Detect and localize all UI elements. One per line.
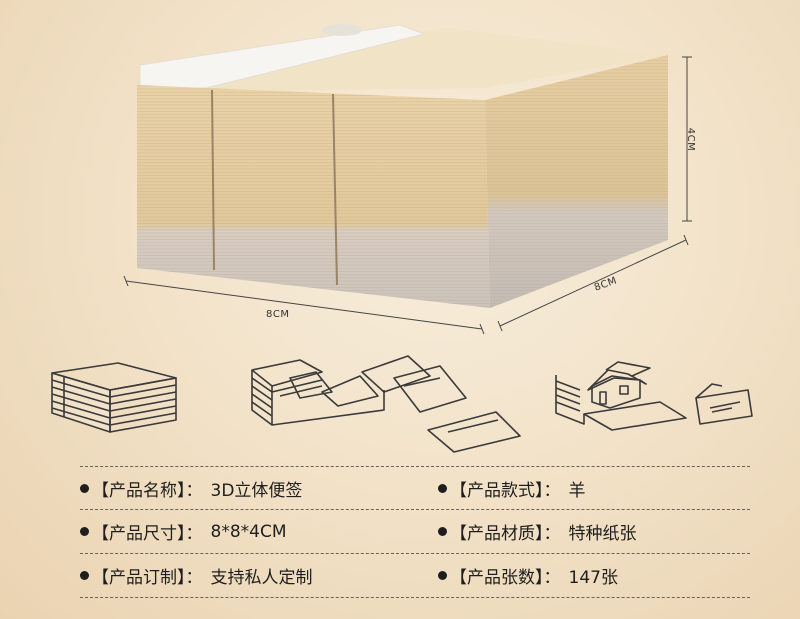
spec-value: 特种纸张 <box>568 524 637 544</box>
spec-row: 【产品订制】： 支持私人定制 【产品张数】： 147张 <box>80 554 750 598</box>
spec-value: 羊 <box>568 480 586 501</box>
spec-item-customization: 【产品订制】： 支持私人定制 <box>80 563 313 588</box>
spec-label: 【产品款式】： <box>450 480 561 501</box>
cut-line-2 <box>332 93 338 286</box>
house-popup-icon <box>555 361 687 431</box>
paper-stack-icon <box>51 362 177 433</box>
spec-row: 【产品尺寸】： 8*8*4CM 【产品材质】： 特种纸张 <box>80 510 750 554</box>
dimension-lines <box>123 56 692 335</box>
spec-label: 【产品尺寸】： <box>92 524 203 544</box>
torn-notes-icon <box>251 355 521 453</box>
width-dimension-label: 8CM <box>266 309 290 320</box>
spec-item-sheet-count: 【产品张数】： 147张 <box>438 563 618 588</box>
cube-top-face <box>140 28 668 92</box>
spec-item-style: 【产品款式】： 羊 <box>438 476 586 501</box>
spec-value: 3D立体便签 <box>210 480 303 501</box>
spec-value: 支持私人定制 <box>210 568 313 588</box>
cut-line-1 <box>211 89 215 271</box>
spec-value: 8*8*4CM <box>210 521 287 542</box>
bullet-icon <box>80 527 89 536</box>
bullet-icon <box>80 483 89 493</box>
bullet-icon <box>438 483 447 493</box>
spec-item-name: 【产品名称】： 3D立体便签 <box>80 476 302 501</box>
spec-label: 【产品材质】： <box>450 524 561 544</box>
spec-item-material: 【产品材质】： 特种纸张 <box>438 519 637 544</box>
spec-table: 【产品名称】： 3D立体便签 【产品款式】： 羊 【产品尺寸】： 8*8*4CM… <box>80 466 750 598</box>
spec-item-size: 【产品尺寸】： 8*8*4CM <box>80 519 287 544</box>
bullet-icon <box>438 571 447 580</box>
spec-label: 【产品张数】： <box>450 568 561 588</box>
spec-label: 【产品订制】： <box>92 568 203 588</box>
height-dimension-label: 4CM <box>685 127 697 152</box>
spec-label: 【产品名称】： <box>92 480 203 501</box>
table-card-icon <box>695 383 753 425</box>
spec-row: 【产品名称】： 3D立体便签 【产品款式】： 羊 <box>80 466 750 510</box>
bullet-icon <box>438 527 447 536</box>
card-hole <box>322 24 362 36</box>
bullet-icon <box>80 571 89 580</box>
spec-value: 147张 <box>568 568 618 588</box>
